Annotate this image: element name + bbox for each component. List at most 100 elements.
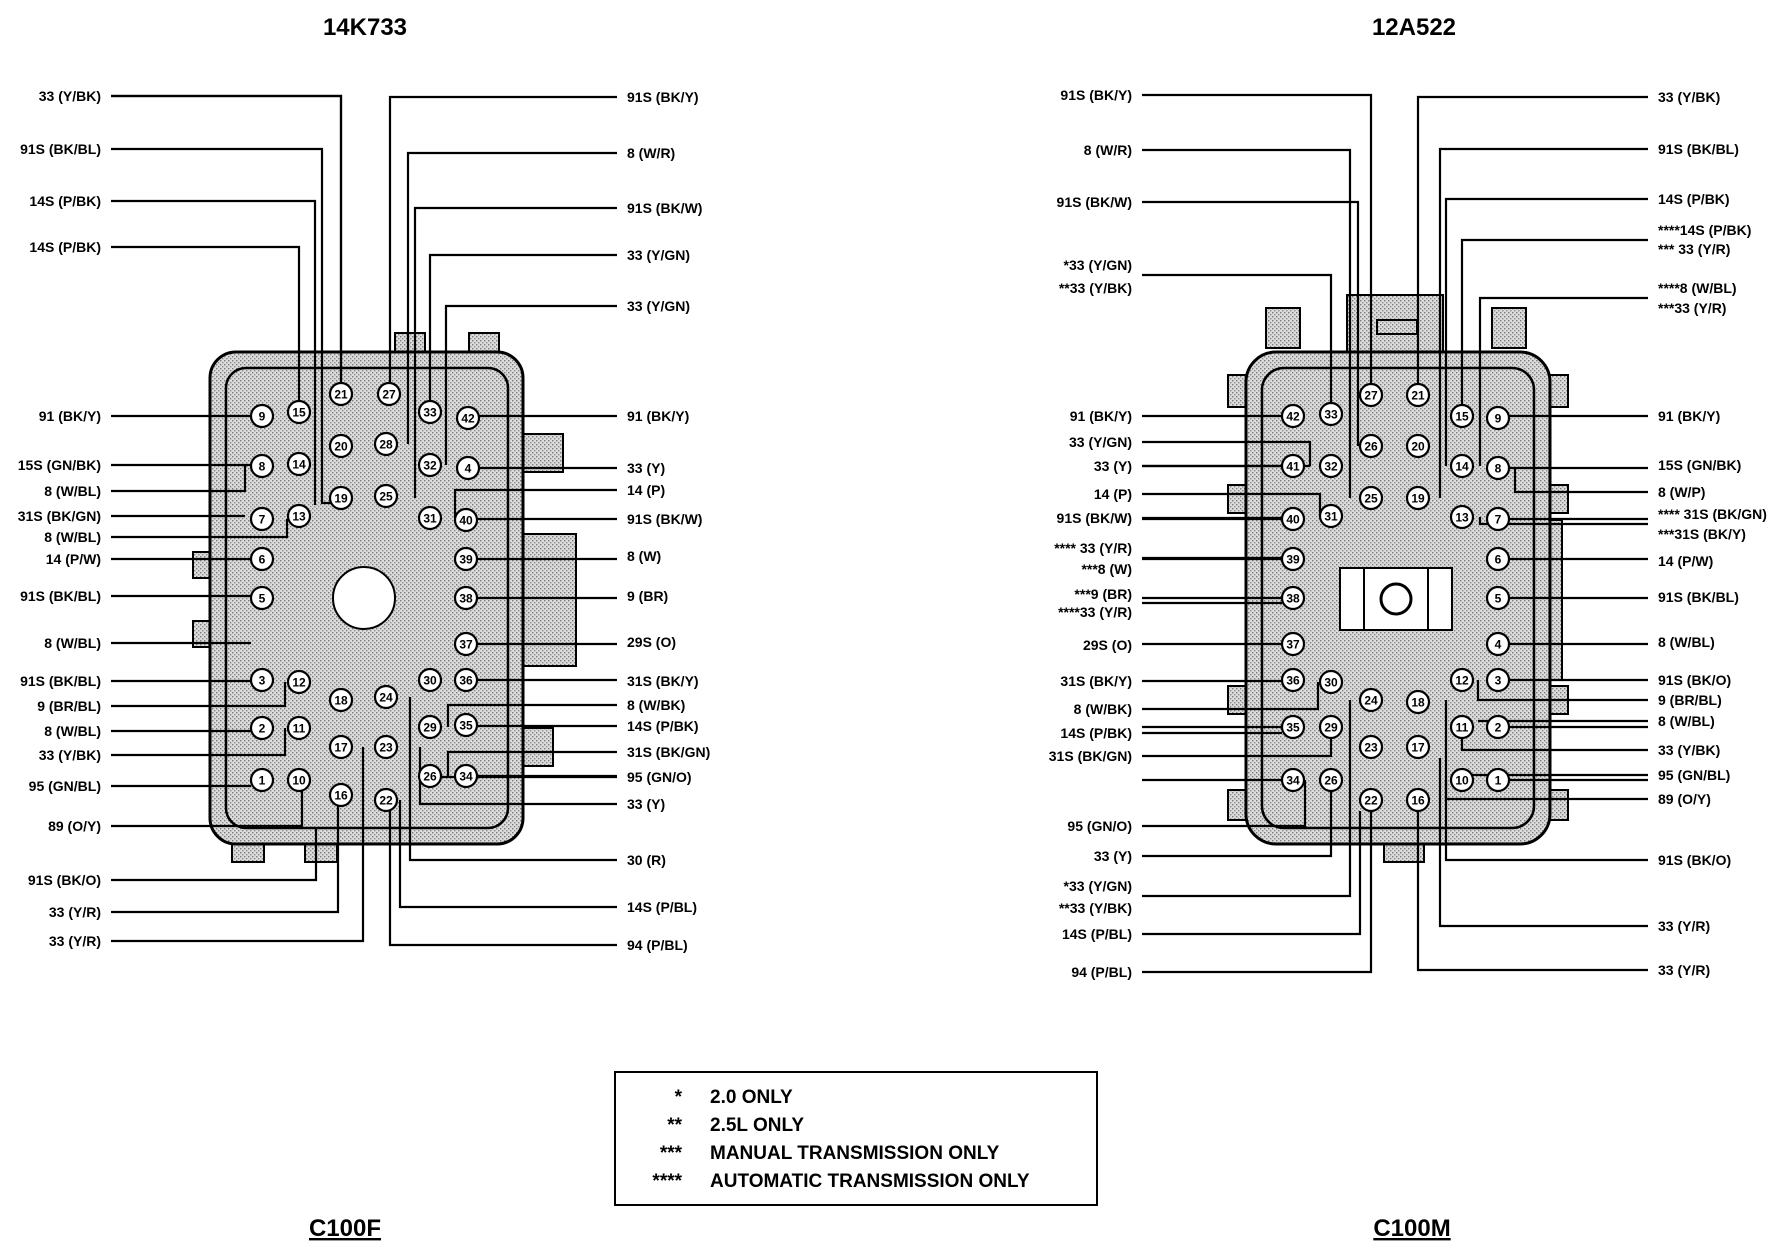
- pin-number: 10: [1455, 774, 1469, 788]
- right-side-wire-label: **33 (Y/BK): [1059, 280, 1132, 296]
- pin-number: 32: [1324, 460, 1338, 474]
- left-pin: 11: [286, 715, 312, 741]
- left-pin: 2: [249, 715, 275, 741]
- pin-number: 18: [1411, 696, 1425, 710]
- right-pin: 11: [1449, 714, 1475, 740]
- right-side-wire-label: 31S (BK/GN): [1049, 748, 1132, 764]
- right-pin: 35: [1280, 714, 1306, 740]
- right-side-wire-label: ***31S (BK/Y): [1658, 526, 1746, 542]
- left-pin: 42: [455, 405, 481, 431]
- left-pin: 35: [453, 712, 479, 738]
- right-pin: 7: [1485, 506, 1511, 532]
- left-pin: 10: [286, 767, 312, 793]
- legend-text: MANUAL TRANSMISSION ONLY: [710, 1143, 1000, 1164]
- pin-number: 30: [423, 674, 437, 688]
- right-pin: 36: [1280, 667, 1306, 693]
- right-side-wire-label: ***9 (BR): [1074, 586, 1132, 602]
- pin-number: 10: [292, 774, 306, 788]
- legend-mark: ****: [652, 1171, 682, 1192]
- left-side-wire-label: 8 (W/BK): [627, 697, 685, 713]
- pin-number: 7: [1495, 513, 1502, 527]
- left-side-wire-label: 91S (BK/W): [627, 200, 702, 216]
- left-pin: 3: [249, 667, 275, 693]
- right-pin: 3: [1485, 667, 1511, 693]
- left-wires: [111, 94, 617, 947]
- left-side-wire-label: 33 (Y/BK): [39, 88, 101, 104]
- right-pin: 41: [1280, 453, 1306, 479]
- pin-number: 26: [1364, 440, 1378, 454]
- legend: * 2.0 ONLY ** 2.5L ONLY *** MANUAL TRANS…: [614, 1071, 1098, 1206]
- right-pin: 30: [1318, 669, 1344, 695]
- right-side-wire-label: 31S (BK/Y): [1060, 673, 1132, 689]
- right-pin: 25: [1358, 485, 1384, 511]
- right-side-wire-label: 91S (BK/W): [1057, 194, 1132, 210]
- left-side-wire-label: 91S (BK/O): [28, 872, 101, 888]
- left-pin: 5: [249, 585, 275, 611]
- pin-number: 4: [465, 462, 472, 476]
- left-side-wire-label: 91S (BK/BL): [20, 141, 101, 157]
- right-side-wire-label: 91 (BK/Y): [1070, 408, 1132, 424]
- left-side-wire-label: 91S (BK/Y): [627, 89, 699, 105]
- pin-number: 5: [1495, 592, 1502, 606]
- left-side-wire-label: 9 (BR): [627, 588, 668, 604]
- left-pin: 19: [328, 485, 354, 511]
- left-pin: 18: [328, 687, 354, 713]
- right-side-wire-label: **33 (Y/BK): [1059, 900, 1132, 916]
- left-side-wire-label: 33 (Y/BK): [39, 747, 101, 763]
- right-pin: 34: [1280, 767, 1306, 793]
- pin-number: 14: [1455, 460, 1469, 474]
- left-side-wire-label: 14 (P/W): [46, 551, 101, 567]
- legend-text: 2.5L ONLY: [710, 1115, 804, 1136]
- pin-number: 37: [1286, 638, 1300, 652]
- legend-mark: ***: [659, 1143, 682, 1164]
- right-side-wire-label: 8 (W/BL): [1658, 713, 1715, 729]
- right-pin: 20: [1405, 433, 1431, 459]
- left-side-wire-label: 8 (W): [627, 548, 661, 564]
- left-connector-body: [192, 332, 577, 863]
- pin-number: 11: [293, 722, 306, 736]
- left-side-wire-label: 14S (P/BK): [29, 239, 101, 255]
- left-pin: 28: [373, 431, 399, 457]
- right-pin: 32: [1318, 453, 1344, 479]
- right-pin: 1: [1485, 767, 1511, 793]
- left-side-wire-label: 31S (BK/GN): [627, 744, 710, 760]
- pin-number: 3: [1495, 674, 1502, 688]
- right-pin: 9: [1485, 405, 1511, 431]
- pin-number: 34: [1286, 774, 1300, 788]
- right-pin: 26: [1358, 433, 1384, 459]
- left-side-wire-label: 33 (Y): [627, 796, 665, 812]
- left-pin: 20: [328, 433, 354, 459]
- pin-number: 36: [459, 674, 473, 688]
- left-side-wire-label: 91S (BK/W): [627, 511, 702, 527]
- right-pin: 18: [1405, 689, 1431, 715]
- left-side-wire-label: 91 (BK/Y): [627, 408, 689, 424]
- left-pin: 12: [286, 669, 312, 695]
- left-side-wire-label: 8 (W/BL): [44, 483, 101, 499]
- pin-number: 35: [1286, 721, 1300, 735]
- left-pin: 25: [373, 483, 399, 509]
- pin-number: 6: [259, 553, 266, 567]
- left-pin: 37: [453, 631, 479, 657]
- right-pin: 29: [1318, 714, 1344, 740]
- left-pin: 34: [453, 763, 479, 789]
- pin-number: 42: [461, 412, 475, 426]
- pin-number: 33: [1324, 408, 1338, 422]
- left-side-wire-label: 30 (R): [627, 852, 666, 868]
- right-side-wire-label: **** 33 (Y/R): [1054, 540, 1132, 556]
- left-side-wire-label: 91S (BK/BL): [20, 588, 101, 604]
- pin-number: 29: [423, 721, 437, 735]
- right-side-wire-label: 15S (GN/BK): [1658, 457, 1741, 473]
- pin-number: 24: [1364, 694, 1378, 708]
- pin-number: 24: [379, 691, 393, 705]
- right-pin: 17: [1405, 734, 1431, 760]
- pin-number: 18: [334, 694, 348, 708]
- pin-number: 15: [1455, 410, 1469, 424]
- right-side-wire-label: 91S (BK/Y): [1060, 87, 1132, 103]
- right-pin: 24: [1358, 687, 1384, 713]
- right-side-wire-label: 94 (P/BL): [1071, 964, 1132, 980]
- right-side-wire-label: *33 (Y/GN): [1064, 878, 1132, 894]
- pin-number: 27: [1364, 389, 1378, 403]
- right-pin: 23: [1358, 734, 1384, 760]
